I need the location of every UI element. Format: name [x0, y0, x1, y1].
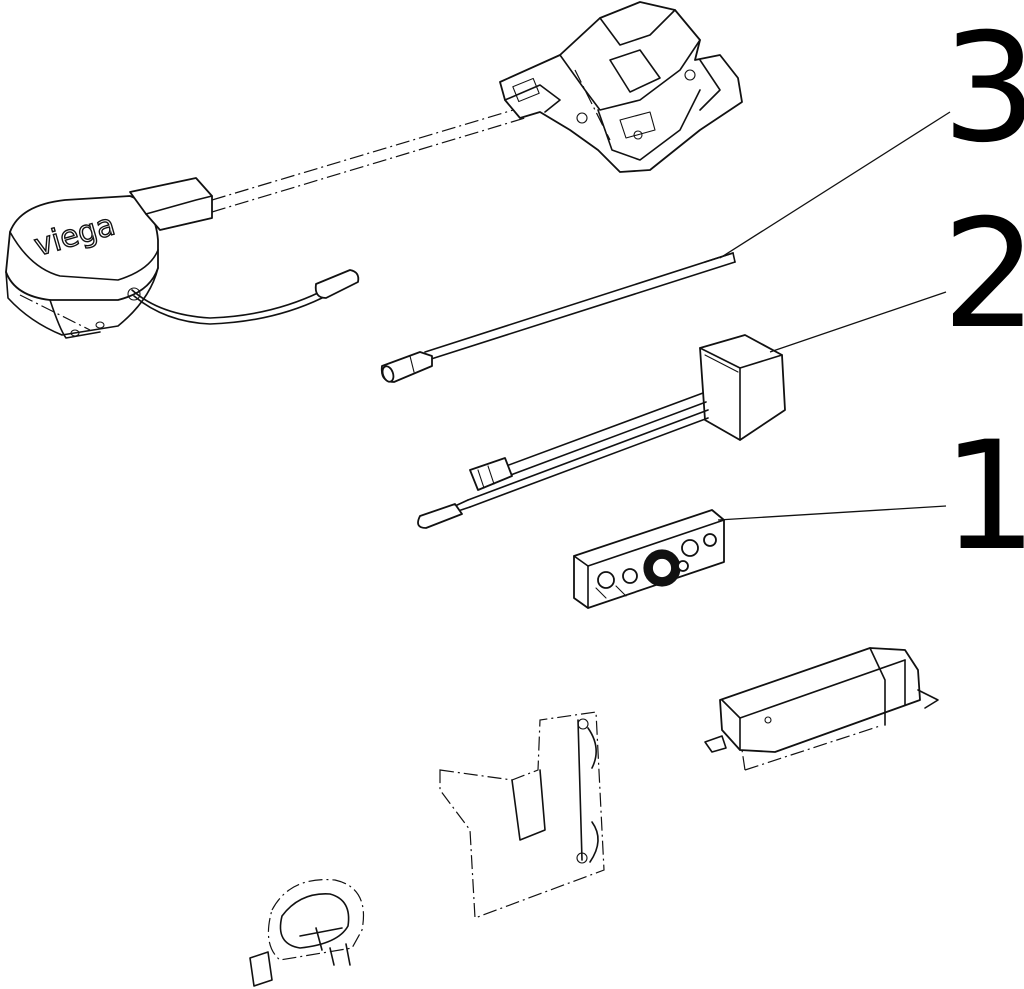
power-supply-unit: [417, 334, 786, 529]
callout-leaders: [717, 111, 951, 521]
actuator-housing: viega: [5, 177, 213, 339]
callout-3: 3: [942, 2, 1024, 176]
callout-numbers: 1 2 3: [942, 2, 1024, 584]
mounting-bracket-right: [704, 647, 939, 771]
callout-1: 1: [942, 410, 1024, 584]
actuator-cable: [127, 269, 360, 325]
callout-2: 2: [942, 188, 1024, 362]
retaining-clip: [249, 878, 365, 987]
mounting-bracket-center: [439, 711, 605, 919]
valve-mechanism: [499, 1, 743, 173]
bowden-link-dashed: [211, 107, 526, 213]
control-module: [573, 509, 725, 609]
sensor-cable: [380, 252, 736, 383]
